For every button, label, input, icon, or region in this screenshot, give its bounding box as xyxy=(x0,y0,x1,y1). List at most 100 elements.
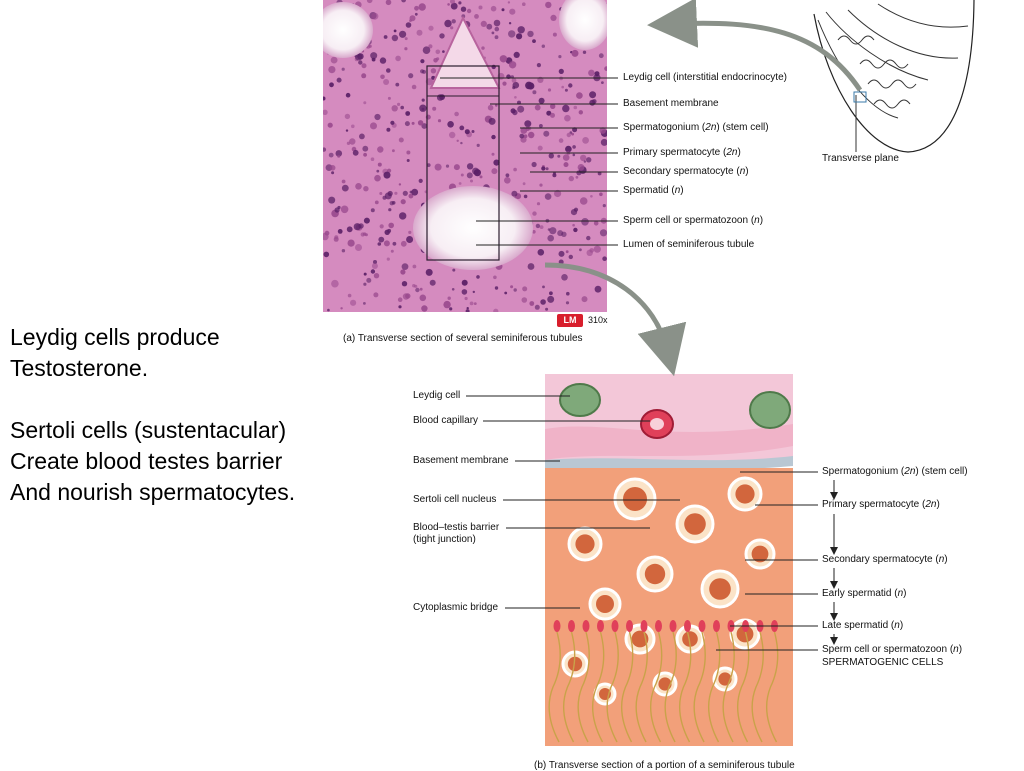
micrograph-nucleus xyxy=(383,79,390,85)
micrograph-nucleus xyxy=(480,20,487,27)
micrograph-nucleus xyxy=(373,273,380,279)
micrograph-nucleus xyxy=(544,193,552,200)
micrograph-nucleus xyxy=(601,81,604,84)
micrograph-nucleus xyxy=(421,305,428,312)
label-a-secondary: Secondary spermatocyte (n) xyxy=(623,166,749,177)
note-sertoli-line3: And nourish spermatocytes. xyxy=(10,479,296,505)
micrograph-nucleus xyxy=(582,50,587,54)
micrograph-nucleus xyxy=(502,81,507,86)
note-leydig-line2: Testosterone. xyxy=(10,355,149,381)
micrograph-nucleus xyxy=(400,199,406,205)
micrograph-nucleus xyxy=(528,131,535,139)
label-a-spermatogonium: Spermatogonium (2n) (stem cell) xyxy=(623,122,769,133)
micrograph-nucleus xyxy=(545,307,549,311)
illustration-svg xyxy=(545,374,793,746)
micrograph-nucleus xyxy=(504,291,508,295)
micrograph-nucleus xyxy=(401,0,406,3)
cell-nucleus xyxy=(709,578,731,600)
micrograph-nucleus xyxy=(538,97,545,104)
micrograph-nucleus xyxy=(349,138,356,145)
label-b-basement: Basement membrane xyxy=(413,455,509,466)
micrograph-nucleus xyxy=(450,2,458,10)
sperm-head xyxy=(626,620,633,632)
micrograph-nucleus xyxy=(561,85,564,89)
arrow-to-illustration xyxy=(544,262,687,377)
micrograph-nucleus xyxy=(460,173,464,177)
micrograph-nucleus xyxy=(425,268,433,276)
micrograph-nucleus xyxy=(402,190,408,196)
micrograph-nucleus xyxy=(430,68,437,74)
micrograph-nucleus xyxy=(456,139,459,142)
micrograph-nucleus xyxy=(419,104,427,112)
micrograph-nucleus xyxy=(565,250,569,254)
sperm-tail xyxy=(620,631,634,743)
micrograph-image xyxy=(323,0,607,312)
micrograph-nucleus xyxy=(583,160,587,163)
micrograph-nucleus xyxy=(451,19,456,24)
micrograph-nucleus xyxy=(401,263,409,270)
micrograph-nucleus xyxy=(404,121,410,127)
micrograph-nucleus xyxy=(435,49,441,55)
micrograph-nucleus xyxy=(358,60,363,65)
label-b-sertoli: Sertoli cell nucleus xyxy=(413,494,497,505)
micrograph-nucleus xyxy=(586,249,593,256)
sperm-tail xyxy=(736,631,750,743)
micrograph-nucleus xyxy=(429,279,436,286)
micrograph-nucleus xyxy=(460,141,463,145)
micrograph-nucleus xyxy=(411,188,419,196)
micrograph-nucleus xyxy=(494,26,500,32)
micrograph-nucleus xyxy=(517,26,525,34)
micrograph-nucleus xyxy=(476,143,480,147)
micrograph-nucleus xyxy=(340,307,343,310)
micrograph-nucleus xyxy=(461,279,468,286)
micrograph-nucleus xyxy=(391,105,398,112)
micrograph-nucleus xyxy=(539,183,543,187)
magnification-badge: LM xyxy=(557,314,583,327)
micrograph-nucleus xyxy=(494,286,499,290)
micrograph-nucleus xyxy=(466,172,473,179)
micrograph-nucleus xyxy=(337,229,343,234)
micrograph-nucleus xyxy=(562,104,570,113)
micrograph-nucleus xyxy=(470,179,473,183)
micrograph-nucleus xyxy=(513,288,517,292)
micrograph-nucleus xyxy=(580,154,587,162)
micrograph-nucleus xyxy=(604,66,607,71)
sperm-head xyxy=(669,620,677,632)
cell-nucleus xyxy=(718,672,732,686)
cell-nucleus xyxy=(575,534,595,554)
micrograph-nucleus xyxy=(598,53,604,59)
micrograph-nucleus xyxy=(408,193,414,199)
micrograph-nucleus xyxy=(405,111,411,116)
micrograph-nucleus xyxy=(443,300,451,309)
micrograph-nucleus xyxy=(406,236,414,243)
sperm-head xyxy=(597,620,604,632)
label-a-basement: Basement membrane xyxy=(623,98,719,109)
micrograph-nucleus xyxy=(387,96,391,100)
micrograph-nucleus xyxy=(581,296,588,303)
micrograph-nucleus xyxy=(420,69,425,74)
note-sertoli-line2: Create blood testes barrier xyxy=(10,448,283,474)
micrograph-nucleus xyxy=(539,124,543,128)
micrograph-nucleus xyxy=(355,183,362,190)
micrograph-nucleus xyxy=(558,55,562,59)
micrograph-nucleus xyxy=(514,96,517,99)
micrograph-nucleus xyxy=(548,153,554,159)
note-sertoli-line1: Sertoli cells (sustentacular) xyxy=(10,417,287,443)
micrograph-nucleus xyxy=(399,212,407,220)
micrograph-nucleus xyxy=(411,121,415,125)
micrograph-nucleus xyxy=(379,57,387,64)
micrograph-nucleus xyxy=(479,175,483,179)
micrograph-nucleus xyxy=(532,230,536,234)
micrograph-nucleus xyxy=(558,138,564,143)
micrograph-nucleus xyxy=(399,30,407,38)
micrograph-nucleus xyxy=(566,291,570,296)
micrograph-nucleus xyxy=(323,96,326,101)
micrograph-nucleus xyxy=(510,285,514,289)
micrograph-nucleus xyxy=(355,244,362,251)
micrograph-nucleus xyxy=(363,282,367,286)
sperm-tail xyxy=(548,631,561,743)
micrograph-nucleus xyxy=(390,120,395,125)
arrow-to-micrograph xyxy=(647,0,863,92)
micrograph-nucleus xyxy=(473,302,477,305)
micrograph-nucleus xyxy=(505,173,510,178)
